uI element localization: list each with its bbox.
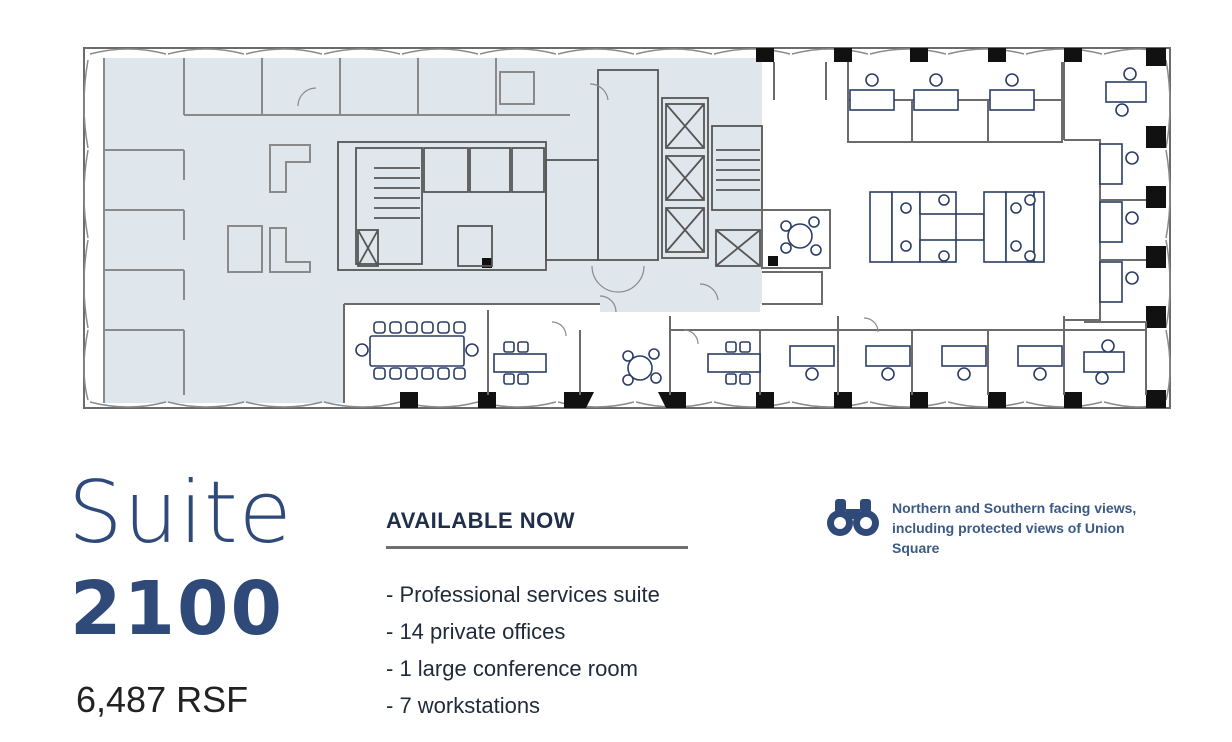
availability-heading: AVAILABLE NOW	[386, 508, 575, 533]
shaded-area-west	[104, 58, 344, 403]
floor-plan	[83, 47, 1171, 409]
office-desks-north	[849, 67, 1147, 303]
feature-list: - Professional services suite - 14 priva…	[386, 580, 660, 728]
workstation-cluster	[869, 191, 1045, 263]
feature-item: - 1 large conference room	[386, 656, 638, 681]
structural-columns	[400, 48, 1166, 408]
feature-item: - 14 private offices	[386, 619, 566, 644]
west-rooms	[103, 58, 570, 403]
meeting-tables	[493, 216, 822, 386]
office-desks-south	[789, 339, 1125, 385]
suite-area: 6,487 RSF	[76, 679, 249, 720]
views-description: Northern and Southern facing views, incl…	[892, 500, 1137, 556]
door-swings	[297, 83, 879, 345]
availability-divider	[386, 546, 688, 549]
suite-number: 2100	[70, 566, 284, 652]
suite-title-word: Suite	[68, 463, 293, 563]
feature-item: - Professional services suite	[386, 582, 660, 607]
binoculars-icon	[827, 499, 879, 536]
conference-room	[355, 321, 479, 380]
building-core	[337, 69, 763, 271]
feature-item: - 7 workstations	[386, 693, 541, 718]
